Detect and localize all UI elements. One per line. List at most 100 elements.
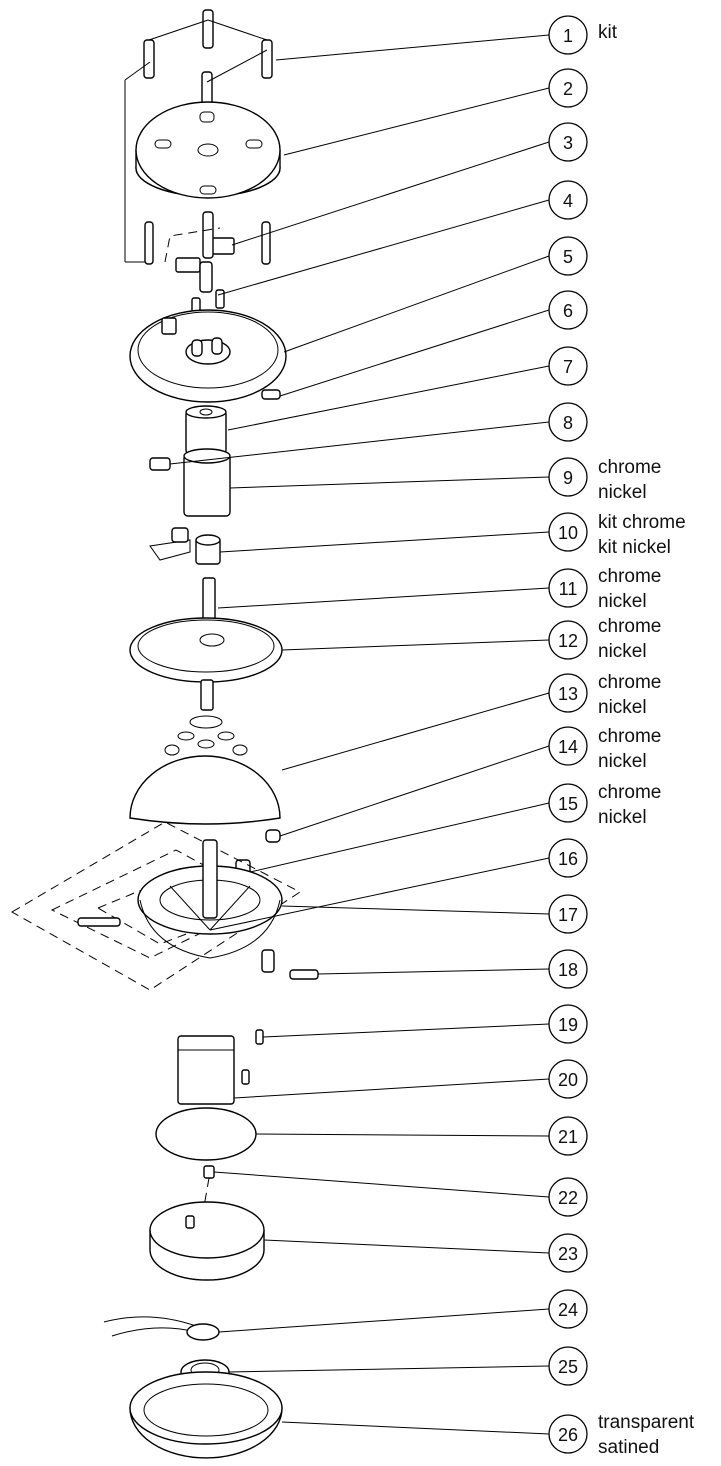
callout-24: 24 [548, 1289, 588, 1329]
note-line: nickel [598, 482, 647, 503]
callout-number: 10 [558, 523, 578, 543]
note-line: chrome [598, 672, 662, 693]
callout-circle [548, 949, 588, 989]
note-part-15: chrome nickel [598, 780, 661, 830]
leader-lines [169, 34, 550, 1435]
note-part-12: chrome nickel [598, 614, 661, 664]
callout-25: 25 [548, 1346, 588, 1386]
callout-26: 26 [548, 1414, 588, 1454]
part-7-collar [185, 405, 227, 455]
callout-number: 4 [563, 191, 573, 211]
callout-number: 17 [558, 905, 578, 925]
callout-number: 12 [558, 631, 578, 651]
note-line: nickel [598, 591, 647, 612]
part-12-tray [129, 617, 283, 711]
part-20-driver-box [177, 1029, 264, 1105]
note-line: chrome [598, 616, 662, 637]
part-21-disc [155, 1107, 257, 1161]
callout-4: 4 [548, 180, 588, 220]
part-17-cage [10, 821, 319, 991]
callout-10: 10 [548, 512, 588, 552]
callout-circle [548, 290, 588, 330]
callout-21: 21 [548, 1116, 588, 1156]
note-line: kit nickel [598, 537, 671, 558]
callout-circle [548, 1116, 588, 1156]
callout-circle [548, 1177, 588, 1217]
part-14-knob [265, 829, 281, 843]
note-line: nickel [598, 641, 647, 662]
note-part-14: chrome nickel [598, 724, 661, 774]
callout-circle [548, 346, 588, 386]
note-part-11: chrome nickel [598, 564, 661, 614]
callout-circle [548, 568, 588, 608]
callout-circle [548, 180, 588, 220]
callout-circle [548, 894, 588, 934]
callout-number: 21 [558, 1127, 578, 1147]
note-line: transparent [598, 1412, 695, 1433]
callout-number: 8 [563, 413, 573, 433]
callout-number: 26 [558, 1425, 578, 1445]
part-26-diffuser [129, 1371, 283, 1459]
callout-1: 1 [548, 15, 588, 55]
callout-number: 11 [559, 579, 578, 599]
note-line: nickel [598, 807, 647, 828]
callout-circle [548, 512, 588, 552]
callout-number: 18 [558, 960, 578, 980]
callout-23: 23 [548, 1233, 588, 1273]
callout-circle [548, 68, 588, 108]
part-10-small-sleeve [149, 527, 221, 565]
callout-circle [548, 457, 588, 497]
callout-circle [548, 673, 588, 713]
callout-circle [548, 1289, 588, 1329]
callout-13: 13 [548, 673, 588, 713]
callout-22: 22 [548, 1177, 588, 1217]
note-line: kit [598, 22, 617, 43]
callout-circle [548, 1346, 588, 1386]
note-part-9: chrome nickel [598, 455, 661, 505]
note-part-1: kit [598, 20, 617, 45]
callout-numbers: 1234567891011121314151617181920212223242… [548, 15, 588, 1454]
callout-circle [548, 1233, 588, 1273]
callout-number: 7 [563, 357, 573, 377]
note-line: chrome [598, 782, 662, 803]
callout-circle [548, 236, 588, 276]
callout-14: 14 [548, 726, 588, 766]
callout-circle [548, 620, 588, 660]
callout-5: 5 [548, 236, 588, 276]
callout-2: 2 [548, 68, 588, 108]
callout-number: 1 [563, 26, 573, 46]
callout-number: 14 [558, 737, 578, 757]
callout-9: 9 [548, 457, 588, 497]
callout-8: 8 [548, 402, 588, 442]
note-line: chrome [598, 726, 662, 747]
callout-number: 13 [558, 684, 578, 704]
note-line: nickel [598, 751, 647, 772]
note-line: chrome [598, 457, 662, 478]
callout-number: 5 [563, 247, 573, 267]
callout-17: 17 [548, 894, 588, 934]
callout-circle [548, 15, 588, 55]
callout-number: 6 [563, 301, 573, 321]
callout-circle [548, 402, 588, 442]
callout-11: 11 [548, 568, 588, 608]
note-line: kit chrome [598, 512, 686, 533]
callout-circle [548, 1414, 588, 1454]
callout-18: 18 [548, 949, 588, 989]
callout-circle [548, 1004, 588, 1044]
part-2-mounting-plate [135, 101, 281, 199]
callout-number: 24 [558, 1300, 578, 1320]
part-5-canopy-base [129, 309, 287, 403]
callout-16: 16 [548, 838, 588, 878]
part-8-grub-screw [149, 457, 171, 471]
callout-circle [548, 783, 588, 823]
note-line: chrome [598, 566, 662, 587]
callout-number: 19 [558, 1015, 578, 1035]
note-part-26: transparent satined [598, 1410, 694, 1460]
callout-number: 22 [558, 1188, 578, 1208]
callout-number: 20 [558, 1070, 578, 1090]
callout-number: 3 [563, 133, 573, 153]
callout-number: 23 [558, 1244, 578, 1264]
part-23-base [149, 1201, 265, 1281]
callout-15: 15 [548, 783, 588, 823]
